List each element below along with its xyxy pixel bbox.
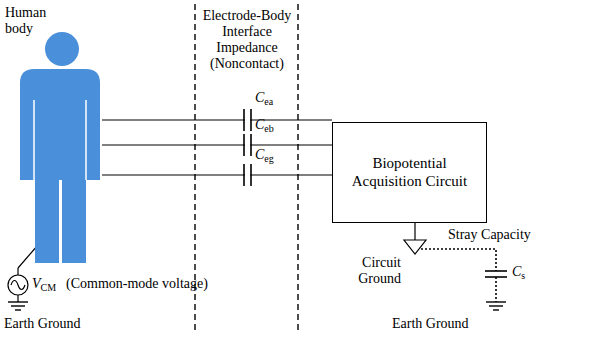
component-label: Cs xyxy=(512,264,525,280)
earth-ground-symbol xyxy=(486,302,506,310)
electrode-capacitor xyxy=(244,108,251,132)
interface-boundary xyxy=(297,4,298,334)
node-heading: Human body xyxy=(5,5,55,37)
ground-label: Circuit Ground xyxy=(316,255,401,287)
capacitor-label: Ceg xyxy=(255,147,274,163)
region-label: Electrode-Body Interface Impedance (Nonc… xyxy=(199,8,295,72)
component-name: Stray Capacity xyxy=(448,227,531,243)
human-figure xyxy=(5,5,102,267)
human-body: Human body xyxy=(5,5,102,267)
stray-capacity xyxy=(421,249,507,302)
box-text: Biopotential Acquisition Circuit xyxy=(343,155,476,190)
electrode-capacitor xyxy=(244,133,251,157)
earth-ground-symbol xyxy=(8,302,28,310)
capacitor-label: Ceb xyxy=(255,117,274,133)
ground-label: Earth Ground xyxy=(392,316,469,332)
process-box: Biopotential Acquisition Circuit xyxy=(332,122,487,223)
capacitor-label: Cea xyxy=(255,90,273,106)
signal-name: VCM xyxy=(32,276,56,292)
signal-description: (Common-mode voltage) xyxy=(66,276,208,292)
electrode-capacitor xyxy=(244,163,251,187)
ground-label: Earth Ground xyxy=(4,316,81,332)
